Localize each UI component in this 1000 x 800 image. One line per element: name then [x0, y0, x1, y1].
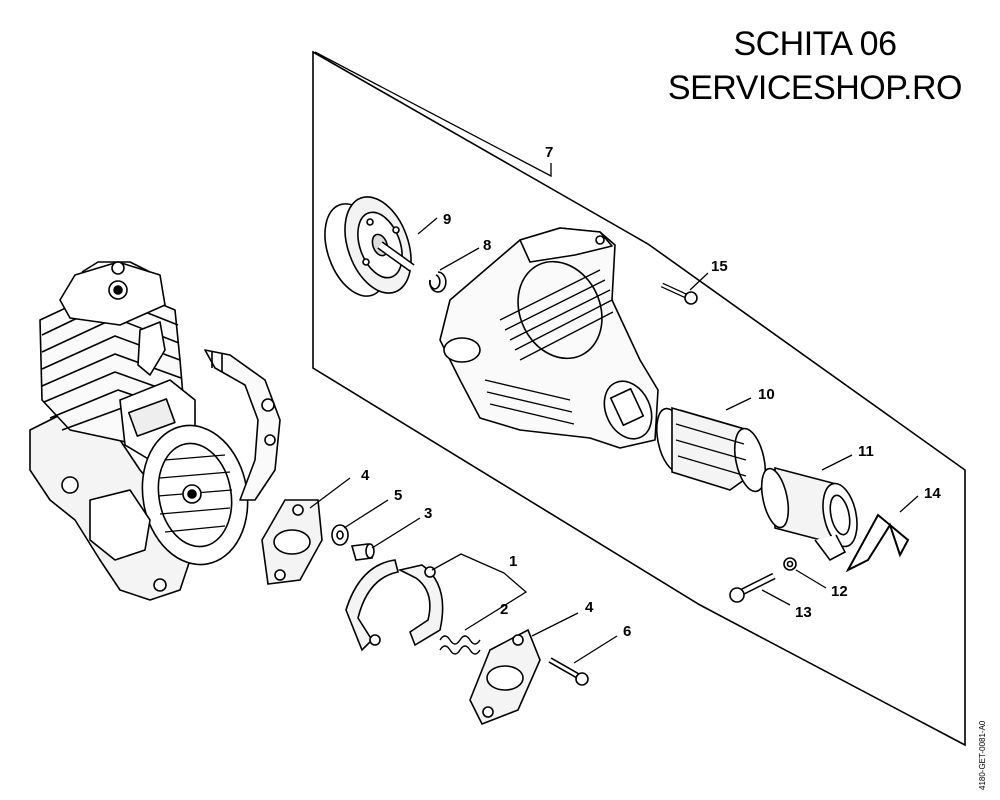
leader-lines: [309, 51, 919, 664]
thrust-plate-upper: [261, 499, 323, 585]
callout-1: 1: [509, 553, 517, 570]
callout-10: 10: [758, 386, 775, 403]
circlip: [429, 271, 447, 293]
callout-15: 15: [711, 258, 728, 275]
callout-3: 3: [424, 505, 432, 522]
leader-10: [725, 397, 752, 411]
clutch-drum: [324, 196, 415, 297]
thrust-plate-lower: [469, 628, 541, 726]
fan-housing: [439, 227, 659, 449]
leader-2: [464, 572, 528, 631]
leader-5: [343, 499, 389, 529]
leader-9: [417, 217, 438, 235]
callout-4-upper: 4: [361, 467, 370, 484]
leader-15: [689, 272, 709, 291]
leader-11: [821, 454, 853, 471]
leader-6: [573, 635, 618, 664]
callout-12: 12: [831, 583, 848, 600]
spring-clip: [845, 513, 910, 573]
screw-15: [660, 282, 698, 305]
diagram-header: SCHITA 06 SERVICESHOP.RO: [667, 22, 963, 110]
leader-1: [431, 553, 505, 574]
callout-8: 8: [483, 237, 491, 254]
screw-13: [729, 572, 776, 603]
sleeve: [655, 406, 767, 493]
leader-13: [761, 589, 791, 606]
callout-11: 11: [858, 443, 874, 460]
callout-14: 14: [924, 485, 941, 502]
callout-5: 5: [394, 487, 402, 504]
callout-2: 2: [500, 601, 508, 618]
callout-7: 7: [545, 144, 553, 161]
callout-labels: 7 9 8 15 10 11 14 12 13 4 5 3 1 2 4 6: [361, 144, 941, 640]
callout-6: 6: [623, 623, 631, 640]
engine-block: [29, 261, 281, 601]
site-name: SERVICESHOP.RO: [667, 69, 963, 107]
document-code: 4180-GET-0081-A0: [978, 720, 987, 790]
leader-8: [439, 247, 480, 271]
callout-4-lower: 4: [585, 599, 594, 616]
leader-3: [371, 517, 421, 549]
leader-12: [795, 569, 827, 589]
washer-12: [783, 557, 797, 571]
leader-7: [314, 51, 552, 178]
screw-6: [548, 657, 589, 686]
leader-4a: [309, 477, 351, 509]
leader-14: [899, 495, 919, 513]
washer-5: [331, 524, 349, 546]
tension-spring: [439, 635, 481, 655]
diagram-title: SCHITA 06: [733, 25, 897, 63]
leader-4b: [531, 612, 579, 637]
callout-13: 13: [795, 604, 812, 621]
sleeve-3: [350, 543, 375, 561]
assembly-frame: [312, 50, 966, 747]
callout-9: 9: [443, 211, 451, 228]
clutch-shoes: [345, 559, 444, 652]
bearing-tube: [760, 466, 858, 562]
